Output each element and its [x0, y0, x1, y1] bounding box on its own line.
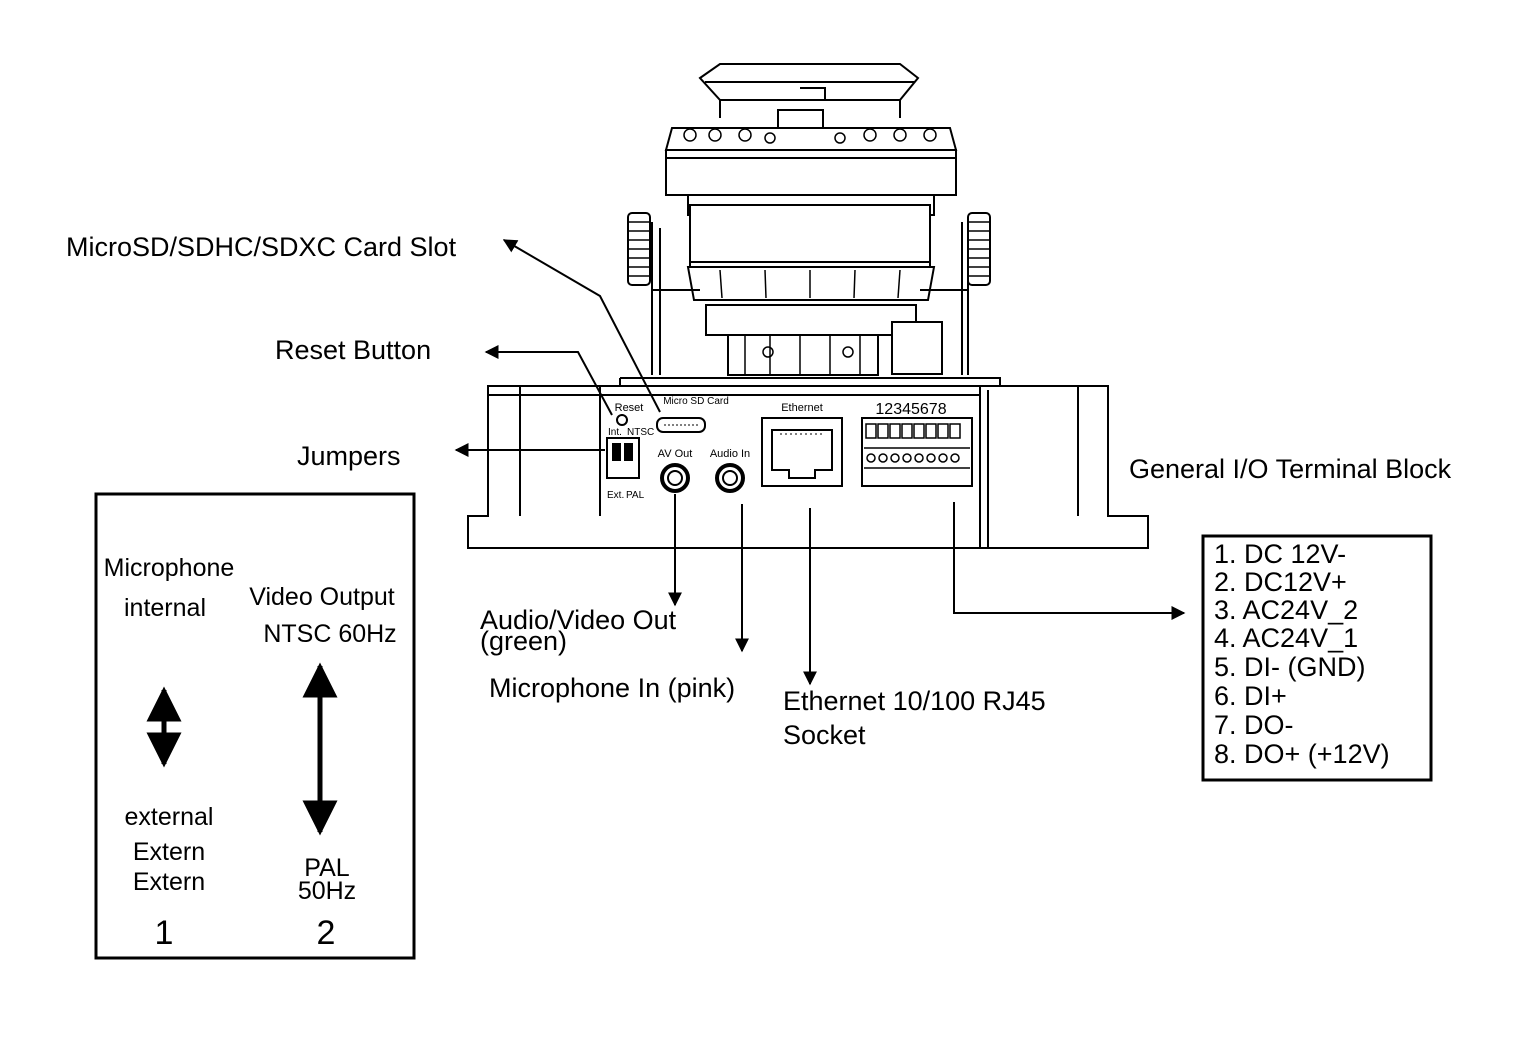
- panel-microsd-label: Micro SD Card: [663, 396, 729, 407]
- terminal-block: [861, 417, 973, 487]
- panel-pin-numbers: 12345678: [875, 401, 946, 418]
- pinout-box: 1. DC 12V- 2. DC12V+ 3. AC24V_2 4. AC24V…: [1201, 534, 1433, 782]
- panel-audioin-label: Audio In: [710, 448, 750, 460]
- connector-panel: [606, 414, 973, 493]
- jumper1-bottom-value-3: Extern: [133, 868, 205, 896]
- jumper1-bottom-value-2: Extern: [133, 838, 205, 866]
- pinout-row: 3. AC24V_2: [1214, 595, 1358, 625]
- av-out-jack: [660, 463, 690, 493]
- pinout-row: 6. DI+: [1214, 681, 1287, 711]
- panel-reset-label: Reset: [615, 402, 644, 414]
- micin-callout: Microphone In (pink): [489, 673, 735, 703]
- panel-int-label: Int.: [608, 427, 622, 438]
- jumper-dip-switch: [606, 437, 640, 479]
- panel-avout-label: AV Out: [658, 448, 693, 460]
- sd-slot-leader: [502, 239, 661, 413]
- pinout-row: 1. DC 12V-: [1214, 539, 1346, 569]
- jumper1-bottom-value: external: [125, 803, 214, 831]
- reset-callout: Reset Button: [275, 335, 431, 365]
- pinout-row: 2. DC12V+: [1214, 567, 1347, 597]
- avout-callout-sub: (green): [480, 626, 567, 656]
- jumper2-bottom-value-2: 50Hz: [298, 877, 356, 905]
- panel-ethernet-label: Ethernet: [781, 402, 823, 414]
- jumper-settings-box: Microphone internal external Extern Exte…: [94, 492, 416, 960]
- jumper2-number: 2: [317, 914, 336, 952]
- avout-callout: Audio/Video Out: [480, 605, 677, 635]
- jumper1-top-value: internal: [124, 594, 206, 622]
- jumper2-top-value: NTSC 60Hz: [263, 620, 396, 648]
- ethernet-port: [761, 417, 843, 487]
- callout-lines: [454, 239, 1186, 686]
- reset-hole: [616, 414, 628, 426]
- panel-pal-label: PAL: [626, 490, 645, 501]
- pinout-row: 5. DI- (GND): [1214, 652, 1366, 682]
- panel-ext-label: Ext.: [607, 490, 624, 501]
- ethernet-callout-line2: Socket: [783, 720, 866, 750]
- pinout-row: 4. AC24V_1: [1214, 623, 1358, 653]
- reset-leader: [484, 345, 613, 416]
- jumpers-callout: Jumpers: [297, 441, 401, 471]
- jumper1-title: Microphone: [104, 554, 235, 582]
- io-block-callout: General I/O Terminal Block: [1129, 454, 1452, 484]
- pinout-row: 7. DO-: [1214, 710, 1294, 740]
- audio-in-jack: [715, 463, 745, 493]
- jumper2-title: Video Output: [249, 583, 395, 611]
- jumper1-number: 1: [155, 914, 174, 952]
- io-leader: [953, 502, 1186, 620]
- sd-slot-callout: MicroSD/SDHC/SDXC Card Slot: [66, 232, 457, 262]
- pinout-row: 8. DO+ (+12V): [1214, 739, 1390, 769]
- panel-ntsc-label: NTSC: [627, 427, 654, 438]
- ethernet-callout-line1: Ethernet 10/100 RJ45: [783, 686, 1046, 716]
- jumper2-bottom-value: PAL: [304, 854, 349, 882]
